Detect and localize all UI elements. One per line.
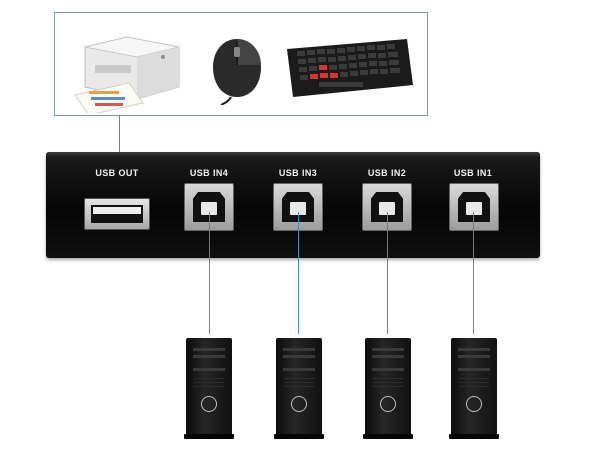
connector-line-in1 — [473, 212, 474, 334]
mouse-icon — [213, 39, 261, 105]
usb-b-port-in4 — [184, 183, 234, 231]
port-label-usb-in1: USB IN1 — [453, 168, 493, 178]
connector-line-in3 — [298, 212, 299, 334]
desktop-tower-icon — [449, 338, 499, 439]
connector-line-in4 — [209, 212, 210, 334]
port-label-usb-in3: USB IN3 — [278, 168, 318, 178]
device-top-edge — [46, 152, 540, 158]
port-label-usb-in4: USB IN4 — [189, 168, 229, 178]
printer-icon — [74, 36, 180, 113]
port-label-usb-out: USB OUT — [95, 168, 139, 178]
usb-b-port-in1 — [449, 183, 499, 231]
peripheral-group-box — [54, 12, 428, 116]
desktop-tower-icon — [184, 338, 234, 439]
connector-line-in2 — [387, 212, 388, 334]
usb-a-port — [84, 198, 150, 230]
port-label-usb-in2: USB IN2 — [367, 168, 407, 178]
desktop-tower-icon — [274, 338, 324, 439]
desktop-tower-icon — [363, 338, 413, 439]
keyboard-icon — [287, 39, 413, 97]
